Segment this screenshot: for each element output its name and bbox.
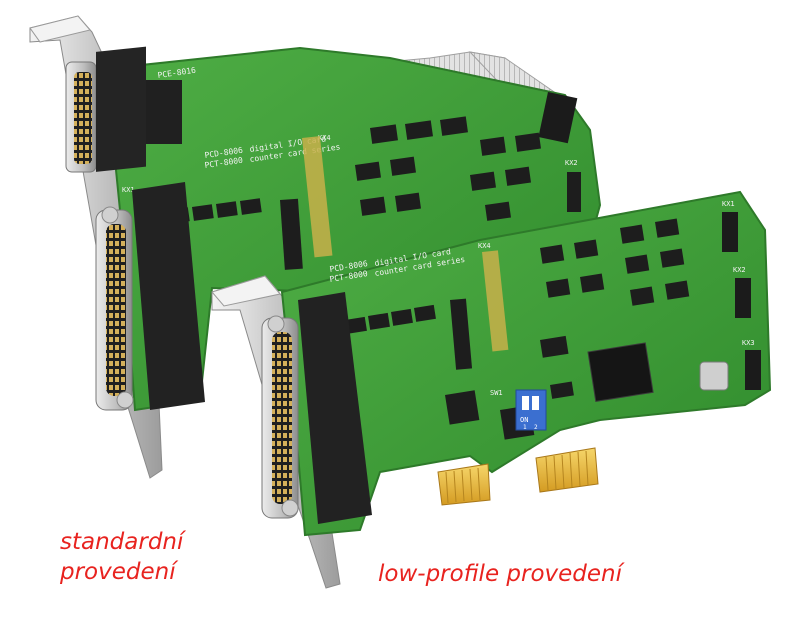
standard-ribbon-header — [538, 92, 578, 144]
standard-connector-label-2: KX4 — [318, 134, 331, 142]
db9-connector-icon — [65, 46, 182, 173]
low-profile-connector-label-1: KX1 — [722, 200, 735, 208]
caption-standard: standardní provedení — [60, 527, 183, 587]
low-profile-connector-label-4: KX4 — [478, 242, 491, 250]
standard-card: PCE-8016 PCD-8006 digital I/O card PCT-8… — [29, 15, 602, 479]
dip-switch-position-1: 1 — [523, 424, 527, 431]
standard-connector-label-1: KX1 — [122, 186, 135, 194]
pcie-edge-connector-icon — [437, 447, 599, 506]
caption-standard-line-1: standardní — [60, 529, 184, 555]
low-profile-header-kx1 — [722, 212, 738, 252]
low-profile-connector-label-2: KX2 — [733, 266, 746, 274]
caption-low-profile: low-profile provedení — [378, 561, 623, 587]
standard-pin-header — [302, 136, 333, 258]
low-profile-header-kx2 — [735, 278, 751, 318]
dip-switch-icon: ON 1 2 — [515, 389, 547, 431]
db25-connector-icon — [261, 292, 372, 524]
dip-switch-label: SW1 — [490, 389, 503, 397]
dip-switch-position-2: 2 — [534, 424, 538, 431]
low-profile-pcb — [280, 190, 772, 537]
low-profile-connector-label-3: KX3 — [742, 339, 755, 347]
low-profile-pin-header — [482, 250, 509, 352]
standard-db25-connector-icon — [95, 182, 205, 411]
caption-standard-line-2: provedení — [60, 559, 176, 585]
low-profile-card-chips — [345, 218, 690, 440]
dip-switch-on-label: ON — [520, 416, 528, 424]
standard-connector-label-3: KX2 — [565, 159, 578, 167]
low-profile-header-kx3 — [745, 350, 761, 390]
low-profile-card: PCD-8006 digital I/O card PCT-8000 count… — [211, 190, 772, 589]
main-processor-chip — [587, 342, 654, 402]
oscillator — [699, 361, 729, 391]
standard-right-header — [567, 172, 581, 212]
